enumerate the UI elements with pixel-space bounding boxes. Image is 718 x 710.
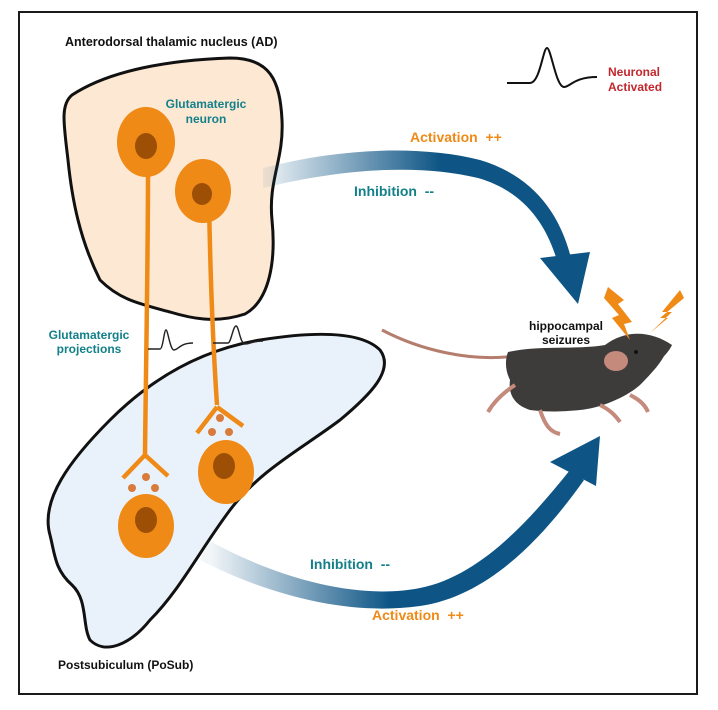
bottom-inhibition-label: Inhibition -- xyxy=(310,556,390,572)
ad-neuron-2 xyxy=(175,159,231,223)
projection-spike-icon-1 xyxy=(148,329,194,351)
legend-label-2: Activated xyxy=(608,80,662,94)
ad-neuron-1 xyxy=(117,107,175,177)
mouse-ear xyxy=(604,351,628,371)
top-activation-label: Activation ++ xyxy=(410,129,502,145)
glutamatergic-neuron-label-1: Glutamatergic xyxy=(166,97,247,111)
top-inhibition-label: Inhibition -- xyxy=(354,183,434,199)
top-arrow-body xyxy=(263,150,572,264)
vesicles-1 xyxy=(128,473,159,492)
bottom-arrow-body xyxy=(200,470,584,609)
ad-region-title: Anterodorsal thalamic nucleus (AD) xyxy=(65,35,278,49)
synapse-terminal-2 xyxy=(195,405,245,435)
axon-1 xyxy=(142,169,151,456)
bottom-arrow-head xyxy=(550,436,600,486)
lightning-bolt-icon-2 xyxy=(650,290,684,333)
mouse-leg-hind xyxy=(486,383,517,414)
posub-neuron-2 xyxy=(198,440,254,504)
seizure-label-2: seizures xyxy=(542,333,590,347)
projection-spike-icon-2 xyxy=(213,325,264,345)
mouse-leg-hind-2 xyxy=(538,409,561,436)
axon-2 xyxy=(206,199,220,406)
mouse-illustration xyxy=(381,328,672,436)
mouse-leg-front-2 xyxy=(629,393,650,413)
posub-neuron-1 xyxy=(118,494,174,558)
ad-region-shape xyxy=(62,56,284,321)
legend-spike-icon xyxy=(507,46,598,89)
mouse-leg-front xyxy=(599,403,622,424)
legend-label-1: Neuronal xyxy=(608,65,660,79)
lightning-bolt-icon-1 xyxy=(604,287,632,340)
glutamatergic-neuron-label-2: neuron xyxy=(186,112,227,126)
glutamatergic-projections-label-2: projections xyxy=(57,342,122,356)
seizure-label-1: hippocampal xyxy=(529,319,603,333)
mouse-eye xyxy=(634,350,638,354)
bottom-activation-label: Activation ++ xyxy=(372,607,464,623)
mouse-tail xyxy=(381,328,516,360)
vesicles-2 xyxy=(208,414,233,436)
posub-region-title: Postsubiculum (PoSub) xyxy=(58,658,193,672)
top-arrow-head xyxy=(540,252,590,304)
glutamatergic-projections-label-1: Glutamatergic xyxy=(49,328,130,342)
synapse-terminal-1 xyxy=(121,453,170,480)
